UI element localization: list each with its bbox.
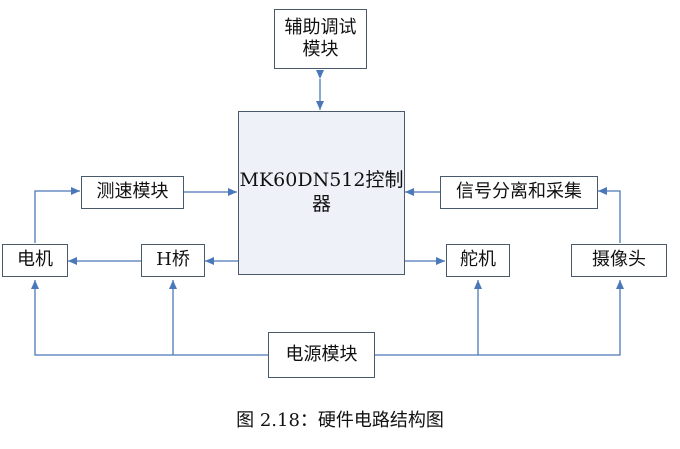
motor-label: 电机 — [17, 249, 53, 271]
aux-debug-label-2: 模块 — [302, 39, 339, 60]
aux-debug-label-1: 辅助调试 — [284, 16, 357, 38]
figure-caption: 图 2.18：硬件电路结构图 — [236, 410, 444, 431]
servo-label: 舵机 — [460, 249, 496, 271]
mcu-label-2: 器 — [311, 193, 331, 215]
speed-module: 测速模块 — [81, 176, 184, 209]
aux-debug-module: 辅助调试 模块 — [274, 9, 367, 69]
camera-label: 摄像头 — [592, 249, 646, 271]
signal-module: 信号分离和采集 — [440, 176, 598, 209]
h-bridge: H桥 — [141, 244, 205, 277]
edge-camera-signal — [598, 187, 621, 243]
motor: 电机 — [2, 244, 68, 277]
signal-module-label: 信号分离和采集 — [456, 181, 582, 203]
servo: 舵机 — [446, 244, 510, 277]
h-bridge-label: H桥 — [156, 249, 190, 271]
power-module-label: 电源模块 — [285, 343, 358, 365]
camera: 摄像头 — [571, 244, 667, 277]
edge-power-bus-right — [375, 280, 624, 356]
mcu-controller: MK60DN512控制 器 — [238, 111, 405, 275]
speed-module-label: 测速模块 — [96, 181, 169, 203]
power-module: 电源模块 — [268, 332, 375, 378]
mcu-label-1: MK60DN512控制 — [239, 169, 404, 192]
edge-motor-speed — [34, 187, 80, 243]
edge-power-bus-left — [31, 280, 268, 356]
